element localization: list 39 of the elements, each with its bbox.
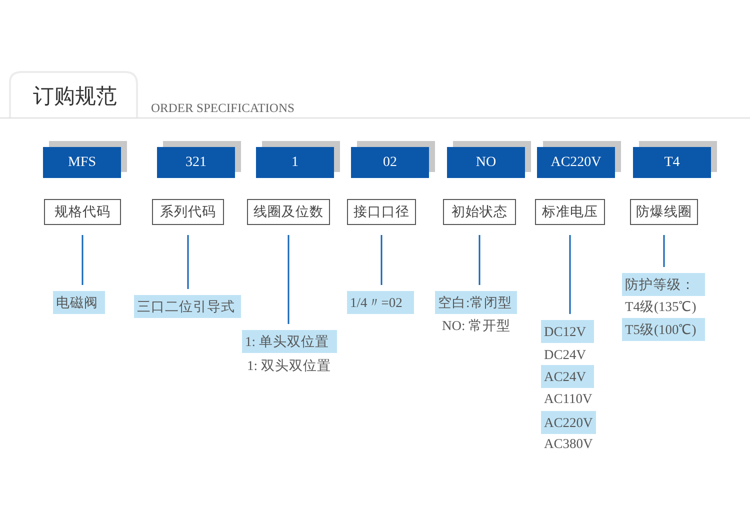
title: 订购规范 — [33, 83, 117, 110]
option-text: 防护等级： — [622, 273, 705, 296]
option-text: DC24V — [543, 346, 588, 364]
code-box: AC220V — [537, 147, 615, 178]
leader-line — [478, 235, 480, 285]
leader-line — [569, 235, 571, 314]
option-text: AC220V — [541, 411, 596, 434]
option-text: 1: 双头双位置 — [246, 357, 332, 375]
leader-line — [82, 235, 84, 285]
code-box: T4 — [633, 147, 711, 178]
leader-line — [288, 235, 290, 324]
code-box: 02 — [351, 147, 429, 178]
option-text: T5级(100℃) — [622, 318, 705, 341]
category-box: 标准电压 — [535, 199, 605, 225]
option-text: 1: 单头双位置 — [242, 330, 337, 353]
option-text: DC12V — [541, 320, 594, 343]
code-box: NO — [447, 147, 525, 178]
code-box: 1 — [256, 147, 334, 178]
category-box: 初始状态 — [443, 199, 516, 225]
option-text: 三口二位引导式 — [134, 295, 241, 318]
subtitle: ORDER SPECIFICATIONS — [150, 100, 296, 116]
option-text: 电磁阀 — [53, 291, 105, 314]
option-text: 空白:常闭型 — [435, 291, 517, 314]
leader-line — [187, 235, 189, 289]
category-box: 规格代码 — [44, 199, 121, 225]
leader-line — [663, 235, 665, 267]
option-text: AC24V — [541, 365, 594, 388]
category-box: 系列代码 — [152, 199, 224, 225]
category-box: 防爆线圈 — [630, 199, 698, 225]
option-text: NO: 常开型 — [441, 317, 512, 335]
code-box: 321 — [157, 147, 235, 178]
option-text: 1/4〃=02 — [347, 291, 414, 314]
option-text: AC380V — [543, 435, 594, 453]
category-box: 接口口径 — [347, 199, 416, 225]
category-box: 线圈及位数 — [247, 199, 330, 225]
option-text: AC110V — [543, 390, 594, 408]
code-box: MFS — [43, 147, 121, 178]
option-text: T4级(135℃) — [624, 298, 698, 316]
leader-line — [380, 235, 382, 285]
